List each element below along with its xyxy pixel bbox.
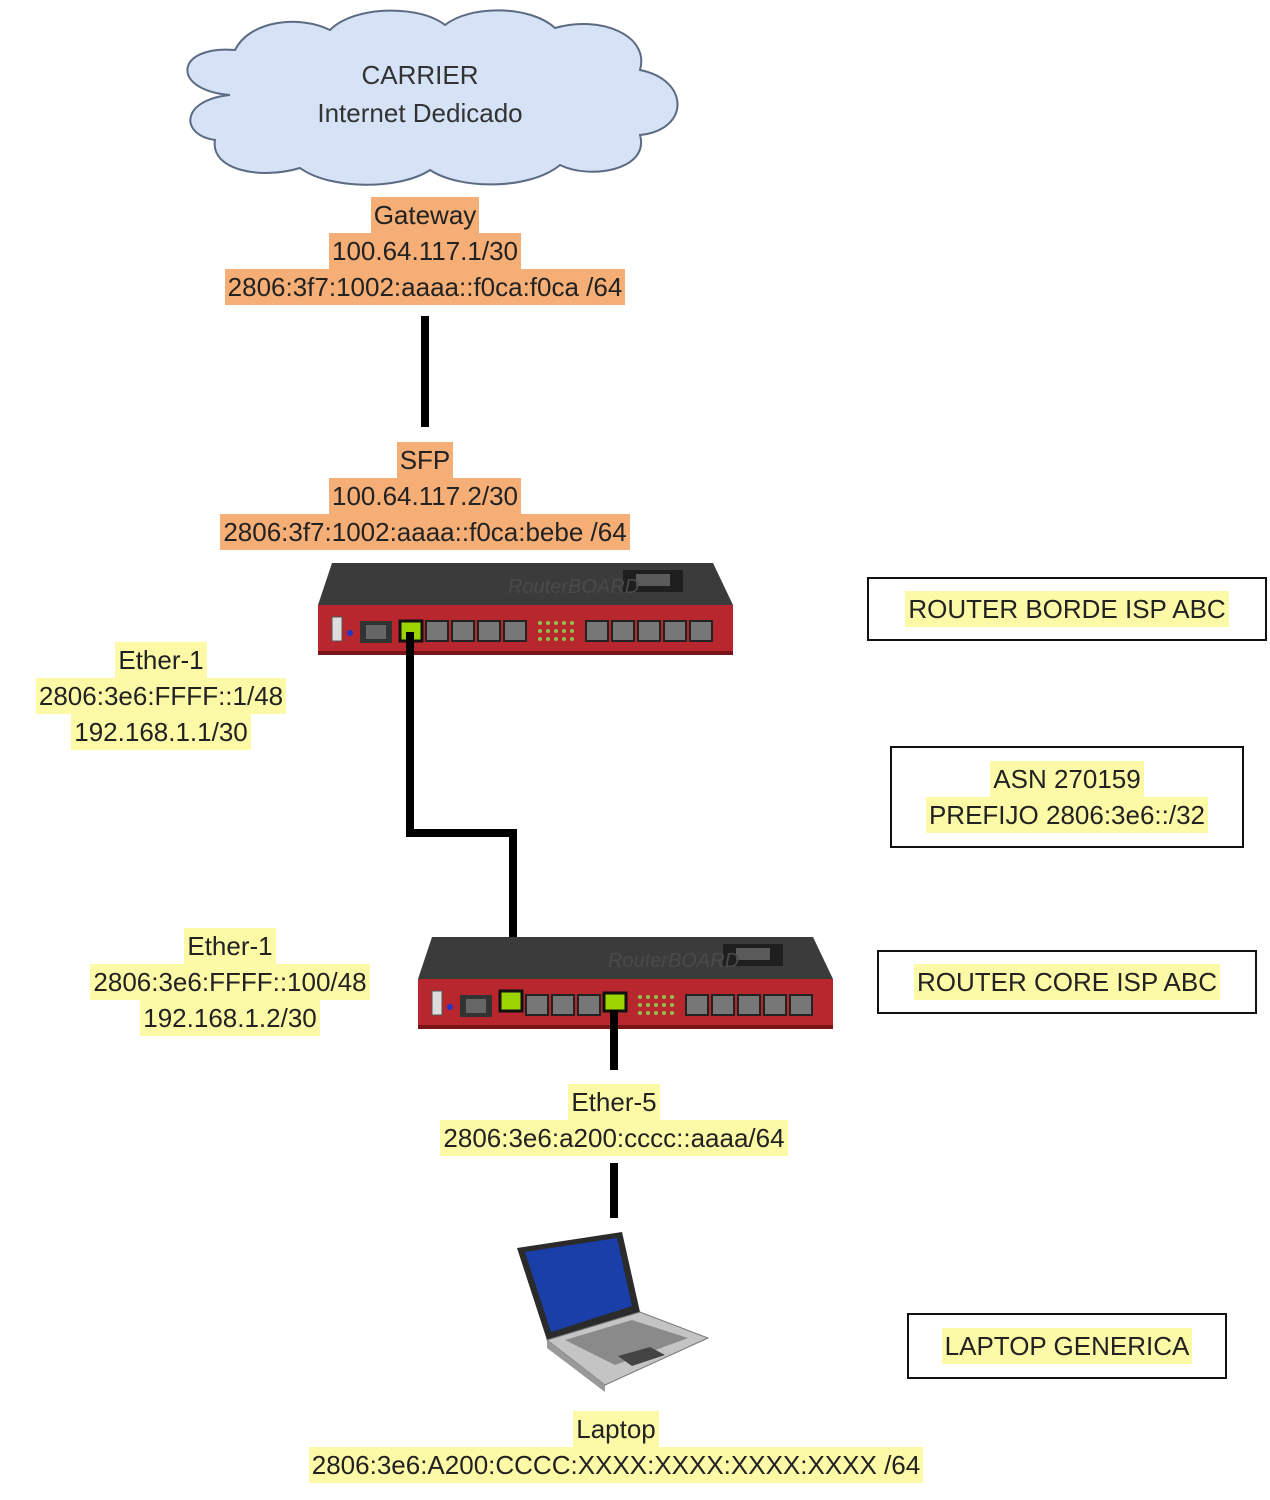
core-ether5-label: Ether-5 2806:3e6:a200:cccc::aaaa/64 (364, 1084, 864, 1156)
sfp-ipv4: 100.64.117.2/30 (328, 478, 522, 514)
carrier-title: CARRIER (361, 60, 479, 90)
core-ether1-ipv6: 2806:3e6:FFFF::100/48 (90, 964, 370, 1000)
router-core-title: ROUTER CORE ISP ABC (913, 964, 1221, 1000)
border-ether1-ipv6: 2806:3e6:FFFF::1/48 (35, 678, 287, 714)
core-ether1-label: Ether-1 2806:3e6:FFFF::100/48 192.168.1.… (60, 928, 400, 1036)
asn-box: ASN 270159 PREFIJO 2806:3e6::/32 (890, 746, 1244, 848)
link-border-core (406, 632, 517, 1000)
router-core-icon: RouterBOARD (418, 937, 833, 1029)
core-ether5-name: Ether-5 (568, 1084, 660, 1120)
asn-prefix: PREFIJO 2806:3e6::/32 (925, 797, 1209, 833)
core-ether1-name: Ether-1 (184, 928, 276, 964)
gateway-label: Gateway 100.64.117.1/30 2806:3f7:1002:aa… (100, 197, 750, 305)
gateway-ipv6: 2806:3f7:1002:aaaa::f0ca:f0ca /64 (224, 269, 626, 305)
laptop-ipv6: 2806:3e6:A200:CCCC:XXXX:XXXX:XXXX:XXXX /… (308, 1447, 924, 1483)
sfp-ipv6: 2806:3f7:1002:aaaa::f0ca:bebe /64 (220, 514, 630, 550)
core-ether1-ipv4: 192.168.1.2/30 (140, 1000, 320, 1036)
laptop-name: Laptop (573, 1411, 659, 1447)
sfp-name: SFP (396, 442, 454, 478)
laptop-icon (517, 1232, 710, 1392)
sfp-label: SFP 100.64.117.2/30 2806:3f7:1002:aaaa::… (100, 442, 750, 550)
core-ether5-ipv6: 2806:3e6:a200:cccc::aaaa/64 (440, 1120, 788, 1156)
router-borde-icon: RouterBOARD (318, 563, 733, 655)
router-brand: RouterBOARD (508, 576, 639, 598)
router-core-box: ROUTER CORE ISP ABC (877, 950, 1257, 1014)
laptop-box: LAPTOP GENERICA (907, 1313, 1227, 1379)
carrier-subtitle: Internet Dedicado (317, 98, 523, 128)
gateway-name: Gateway (370, 197, 480, 233)
border-ether1-name: Ether-1 (115, 642, 207, 678)
laptop-box-title: LAPTOP GENERICA (941, 1328, 1193, 1364)
gateway-ipv4: 100.64.117.1/30 (328, 233, 522, 269)
asn-number: ASN 270159 (990, 761, 1144, 797)
router-border-box: ROUTER BORDE ISP ABC (867, 577, 1267, 641)
border-ether1-ipv4: 192.168.1.1/30 (71, 714, 251, 750)
router-brand: RouterBOARD (608, 950, 739, 972)
laptop-label: Laptop 2806:3e6:A200:CCCC:XXXX:XXXX:XXXX… (216, 1411, 1016, 1483)
router-border-title: ROUTER BORDE ISP ABC (905, 591, 1229, 627)
border-ether1-label: Ether-1 2806:3e6:FFFF::1/48 192.168.1.1/… (0, 642, 322, 750)
carrier-cloud-icon (186, 9, 679, 186)
